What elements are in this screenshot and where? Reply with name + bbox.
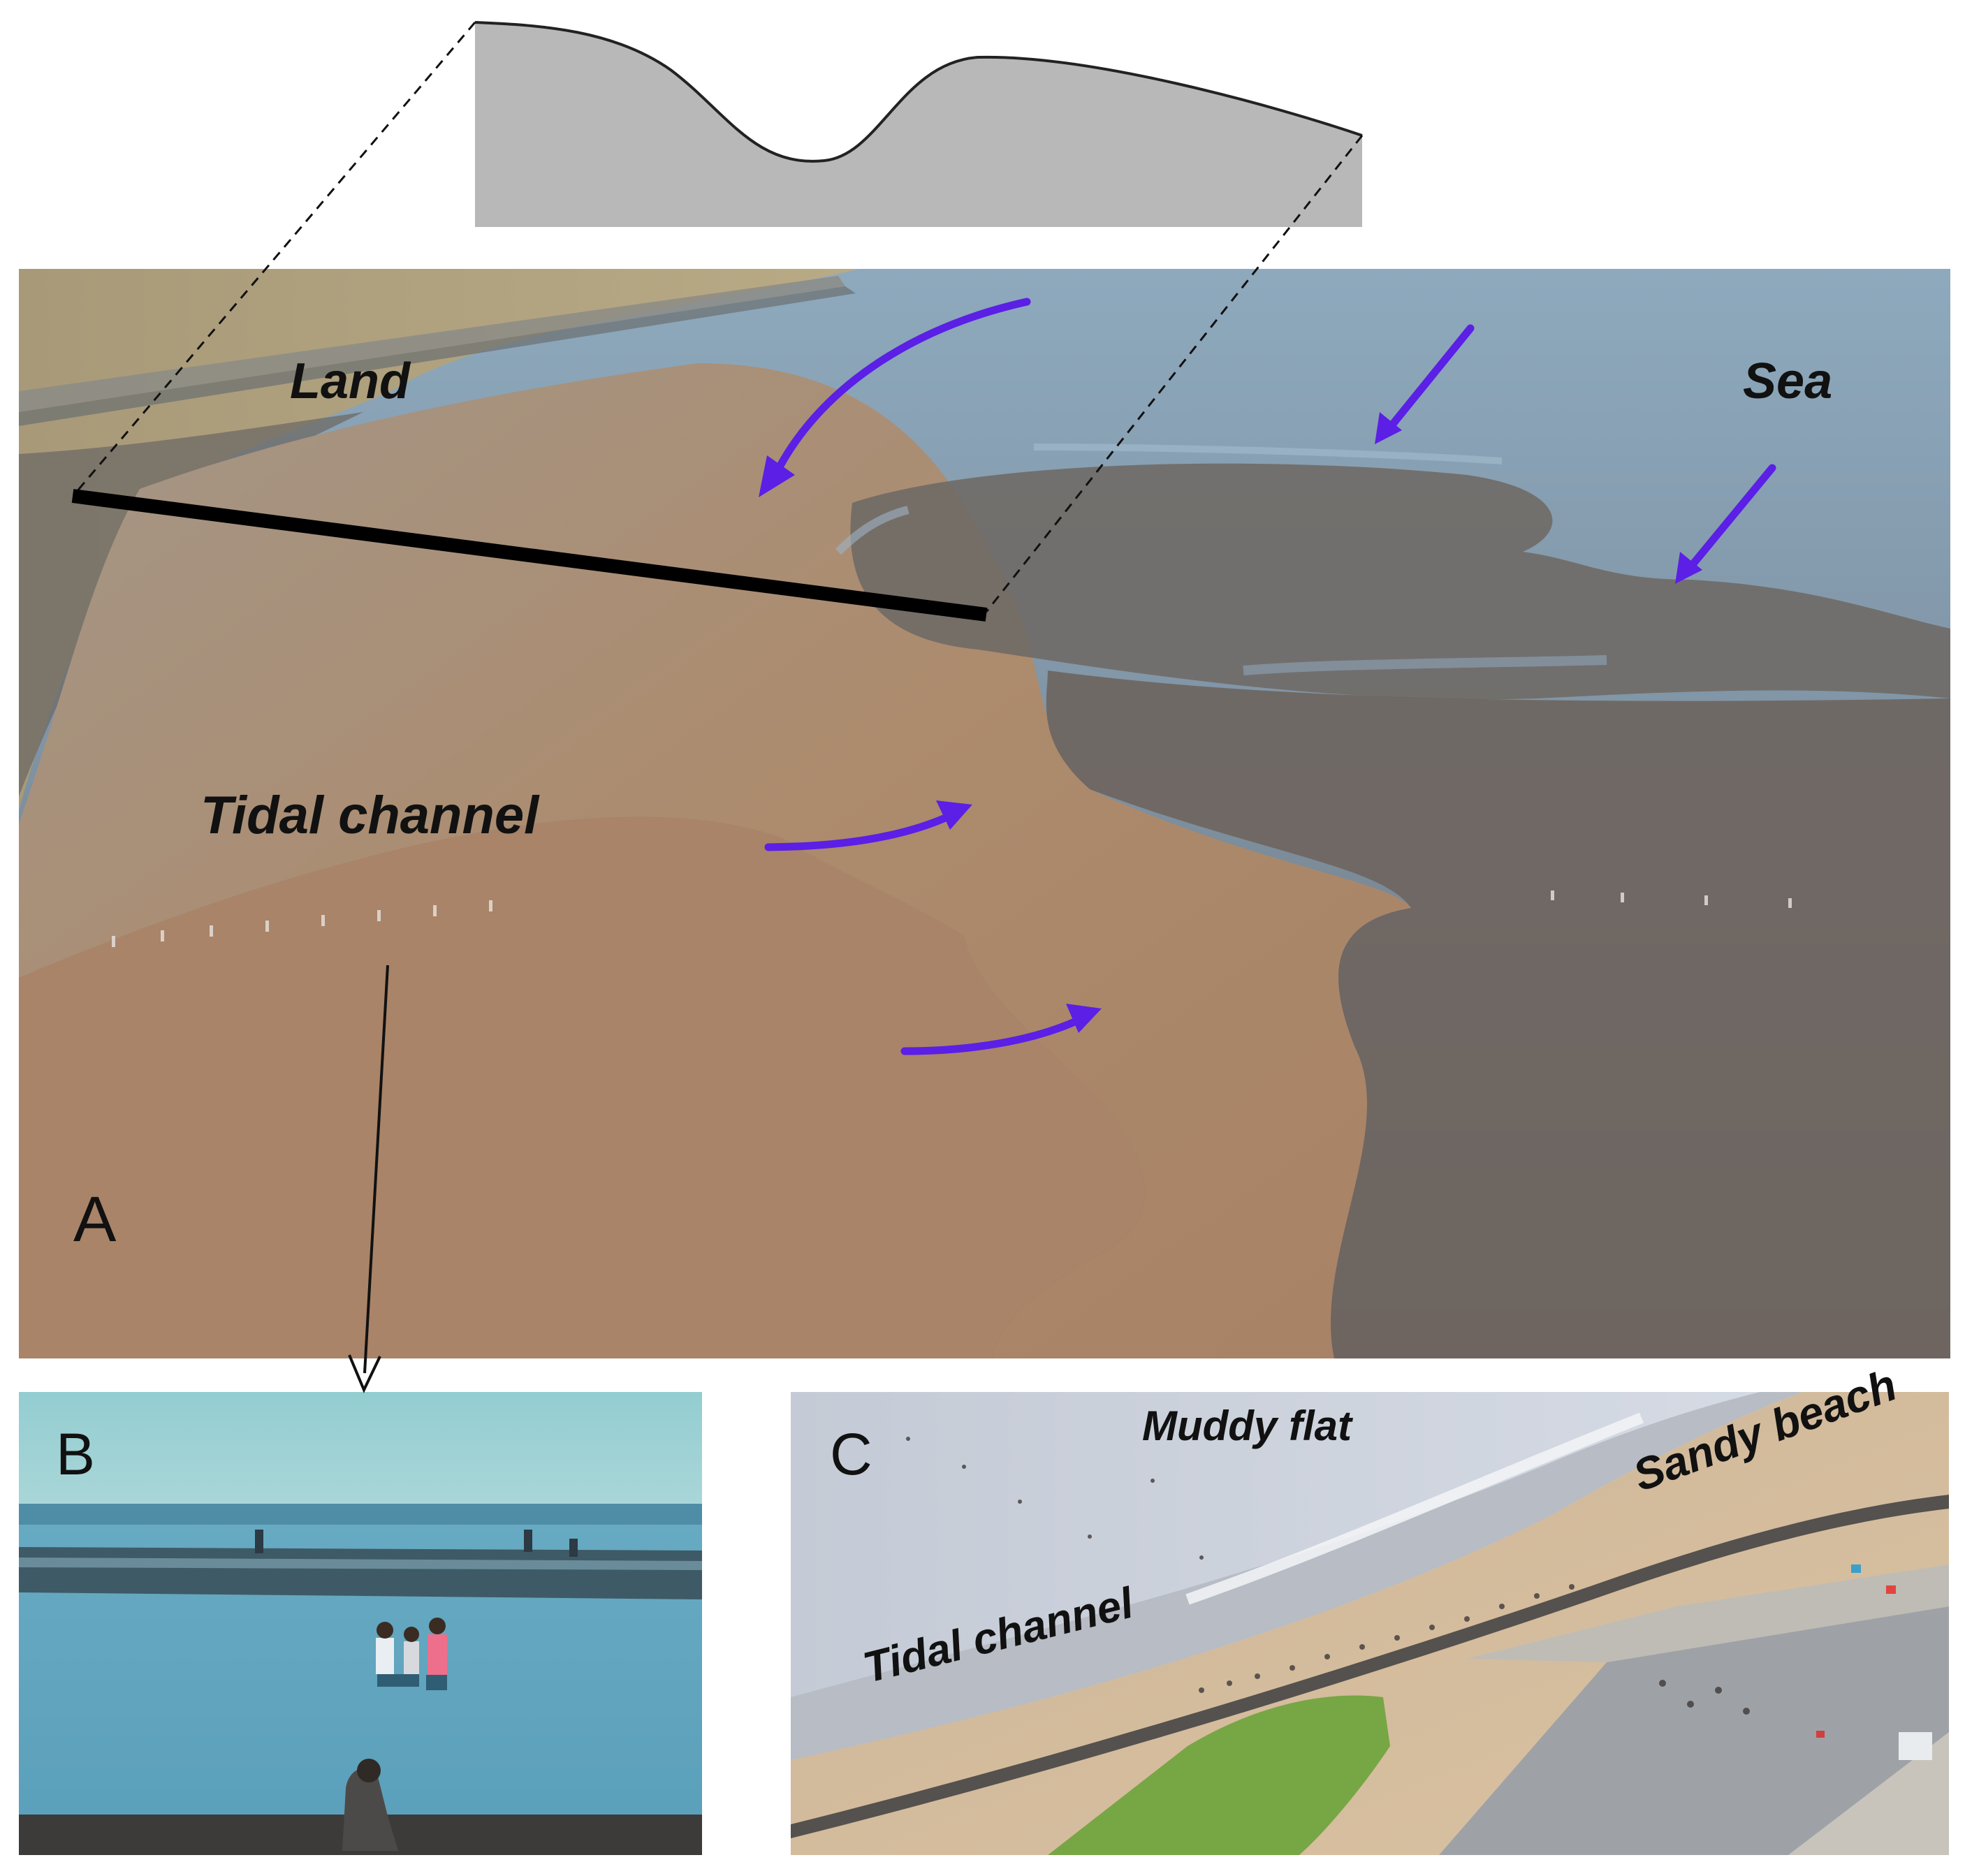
label-land: Land: [290, 353, 410, 409]
green-field: [1048, 1695, 1390, 1855]
flow-arrow-icon: [764, 812, 954, 851]
flow-arrow-icon: [1386, 324, 1475, 432]
flow-arrow-icon: [1686, 464, 1776, 571]
tidal-channel-water: [19, 363, 1411, 1358]
pointer-arrow-icon: [363, 965, 389, 1374]
panel-letter-c: C: [830, 1421, 872, 1487]
channel-stakes: [112, 891, 1792, 947]
panel-a-photo: [19, 269, 1950, 1358]
pointer-arrowhead: [348, 1354, 381, 1393]
panel-b-photo: [19, 1392, 702, 1855]
cross-section-profile: [474, 21, 1363, 227]
people: [255, 1530, 578, 1851]
label-muddy-flat: Muddy flat: [1142, 1402, 1352, 1449]
profile-shape: [475, 22, 1362, 227]
section-line: [71, 489, 988, 622]
panel-c-photo: [791, 1392, 1949, 1855]
profile-guide-right: [985, 135, 1364, 613]
flow-arrows: [764, 298, 1776, 1055]
sand-bar: [850, 463, 1950, 700]
flow-arrowheads: [759, 412, 1702, 1033]
panel-letter-b: B: [56, 1421, 96, 1487]
flow-arrow-icon: [900, 1016, 1083, 1055]
crowd: [906, 1437, 1750, 1715]
land-area: [19, 269, 859, 810]
profile-guide-left: [74, 22, 476, 494]
profile-surface-line: [474, 21, 1363, 163]
label-tidal-channel: Tidal channel: [200, 786, 539, 845]
flow-arrow-icon: [771, 298, 1031, 479]
panel-letter-a: A: [73, 1184, 117, 1255]
label-sea: Sea: [1743, 353, 1833, 409]
